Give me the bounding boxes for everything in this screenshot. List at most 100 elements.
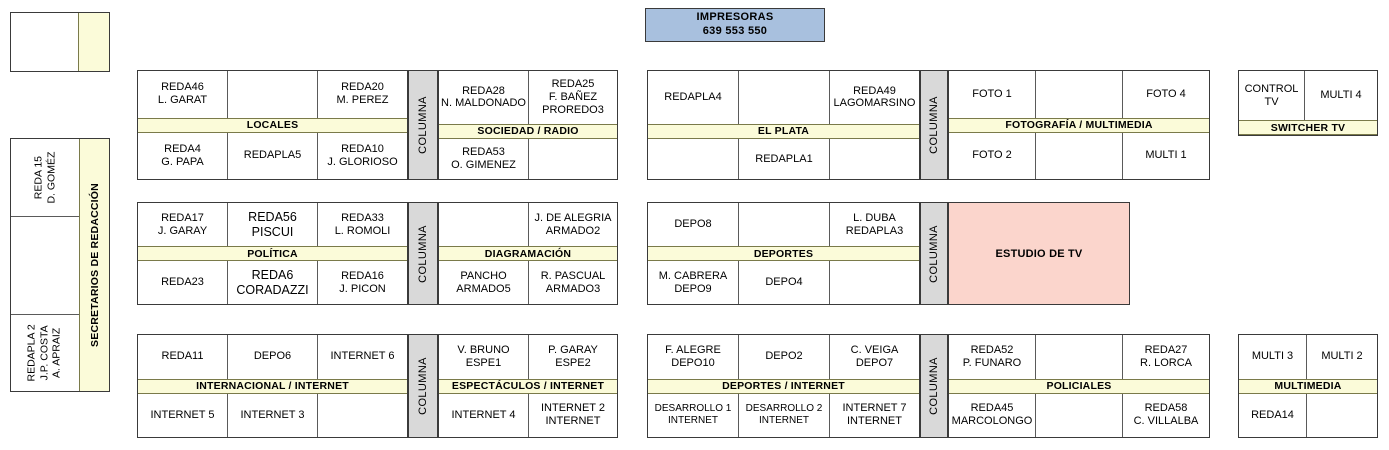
internacional-top-row: REDA11 DEPO6 INTERNET 6 xyxy=(138,335,407,379)
secretarios-de-redaccion-block: REDA 15 D. GOMÉZ REDAPLA 2 J.P. COSTA A.… xyxy=(10,138,110,392)
desk-cell[interactable]: DESARROLLO 1 INTERNET xyxy=(648,393,739,437)
desk-cell[interactable]: INTERNET 4 xyxy=(439,393,529,437)
desk-cell[interactable] xyxy=(228,71,318,118)
desk-cell[interactable]: DEPO6 xyxy=(228,335,318,379)
desk-cell[interactable]: MULTI 4 xyxy=(1305,71,1377,120)
desk-cell[interactable]: FOTO 4 xyxy=(1123,71,1209,118)
desk-cell[interactable]: DEPO8 xyxy=(648,203,739,246)
columna-separator: COLUMNA xyxy=(408,70,438,180)
block-sociedad-radio: REDA28 N. MALDONADO REDA25 F. BAÑEZ PROR… xyxy=(438,70,618,180)
secretarios-band: SECRETARIOS DE REDACCIÓN xyxy=(79,139,109,391)
desk-cell[interactable]: INTERNET 7 INTERNET xyxy=(830,393,919,437)
elplata-top-row: REDAPLA4 REDA49 LAGOMARSINO xyxy=(648,71,919,124)
espectaculos-top-row: V. BRUNO ESPE1 P. GARAY ESPE2 xyxy=(439,335,617,379)
politica-top-row: REDA17 J. GARAY REDA56 PISCUI REDA33 L. … xyxy=(138,203,407,246)
desk-cell[interactable]: M. CABRERA DEPO9 xyxy=(648,261,739,304)
desk-cell[interactable]: F. ALEGRE DEPO10 xyxy=(648,335,739,379)
desk-cell[interactable]: REDA10 J. GLORIOSO xyxy=(318,132,407,179)
desk-cell[interactable]: REDA53 O. GIMENEZ xyxy=(439,138,529,179)
elplata-band: EL PLATA xyxy=(648,123,919,139)
desk-cell[interactable]: P. GARAY ESPE2 xyxy=(529,335,617,379)
block-fotografia-multimedia: FOTO 1 FOTO 4 FOTOGRAFÍA / MULTIMEDIA FO… xyxy=(948,70,1210,180)
switcher-band: SWITCHER TV xyxy=(1239,120,1377,135)
desk-cell[interactable]: R. PASCUAL ARMADO3 xyxy=(529,261,617,304)
block-diagramacion: J. DE ALEGRIA ARMADO2 DIAGRAMACIÓN PANCH… xyxy=(438,202,618,305)
desk-cell[interactable]: INTERNET 3 xyxy=(228,393,318,437)
printers-codes: 639 553 550 xyxy=(702,25,768,37)
desk-cell[interactable]: MULTI 3 xyxy=(1239,335,1307,379)
desk-cell[interactable] xyxy=(739,203,830,246)
desk-cell[interactable]: REDA25 F. BAÑEZ PROREDO3 xyxy=(529,71,617,124)
desk-cell[interactable]: INTERNET 5 xyxy=(138,393,228,437)
multimedia-bottom-row: REDA14 xyxy=(1239,393,1377,437)
desk-cell[interactable]: REDA46 L. GARAT xyxy=(138,71,228,118)
desk-cell[interactable]: INTERNET 2 INTERNET xyxy=(529,393,617,437)
politica-bottom-row: REDA23 REDA6 CORADAZZI REDA16 J. PICON xyxy=(138,261,407,304)
deportes-band: DEPORTES xyxy=(648,246,919,261)
desk-cell[interactable]: REDAPLA5 xyxy=(228,132,318,179)
diagramacion-top-row: J. DE ALEGRIA ARMADO2 xyxy=(439,203,617,246)
desk-cell[interactable] xyxy=(1307,393,1377,437)
internacional-band: INTERNACIONAL / INTERNET xyxy=(138,378,407,394)
desk-cell[interactable] xyxy=(830,261,919,304)
deportes-bottom-row: M. CABRERA DEPO9 DEPO4 xyxy=(648,261,919,304)
desk-cell[interactable] xyxy=(529,138,617,179)
desk-cell[interactable]: PANCHO ARMADO5 xyxy=(439,261,529,304)
desk-cell[interactable]: REDA6 CORADAZZI xyxy=(228,261,318,304)
desk-cell[interactable]: REDA 15 D. GOMÉZ xyxy=(11,139,79,217)
locales-bottom-row: REDA4 G. PAPA REDAPLA5 REDA10 J. GLORIOS… xyxy=(138,132,407,179)
block-deportes: DEPO8 L. DUBA REDAPLA3 DEPORTES M. CABRE… xyxy=(647,202,920,305)
desk-cell[interactable] xyxy=(1036,393,1123,437)
desk-cell[interactable] xyxy=(1036,71,1123,118)
desk-cell[interactable]: REDA28 N. MALDONADO xyxy=(439,71,529,124)
desk-cell[interactable]: J. DE ALEGRIA ARMADO2 xyxy=(529,203,617,246)
desk-cell[interactable] xyxy=(830,138,919,179)
desk-cell[interactable]: REDA52 P. FUNARO xyxy=(949,335,1036,379)
desk-cell[interactable] xyxy=(739,71,830,124)
block-el-plata: REDAPLA4 REDA49 LAGOMARSINO EL PLATA RED… xyxy=(647,70,920,180)
desk-cell[interactable]: REDA16 J. PICON xyxy=(318,261,407,304)
desk-cell[interactable]: DESARROLLO 2 INTERNET xyxy=(739,393,830,437)
desk-cell[interactable]: L. DUBA REDAPLA3 xyxy=(830,203,919,246)
desk-cell[interactable]: C. VEIGA DEPO7 xyxy=(830,335,919,379)
desk-cell[interactable]: REDAPLA4 xyxy=(648,71,739,124)
desk-cell[interactable]: V. BRUNO ESPE1 xyxy=(439,335,529,379)
desk-cell[interactable] xyxy=(1036,335,1123,379)
desk-cell[interactable]: REDA58 C. VILLALBA xyxy=(1123,393,1209,437)
desk-cell[interactable]: REDA14 xyxy=(1239,393,1307,437)
desk-cell[interactable]: REDA20 M. PEREZ xyxy=(318,71,407,118)
desk-cell[interactable]: REDA49 LAGOMARSINO xyxy=(830,71,919,124)
desk-cell[interactable]: REDAPLA1 xyxy=(739,138,830,179)
desk-cell[interactable] xyxy=(439,203,529,246)
block-locales: REDA46 L. GARAT REDA20 M. PEREZ LOCALES … xyxy=(137,70,408,180)
left-top-empty-box xyxy=(10,12,110,72)
block-deportes-internet: F. ALEGRE DEPO10 DEPO2 C. VEIGA DEPO7 DE… xyxy=(647,334,920,438)
desk-cell[interactable] xyxy=(648,138,739,179)
desk-cell[interactable]: REDA56 PISCUI xyxy=(228,203,318,246)
desk-cell[interactable]: REDA45 MARCOLONGO xyxy=(949,393,1036,437)
desk-cell[interactable]: MULTI 1 xyxy=(1123,132,1209,179)
desk-cell[interactable]: DEPO2 xyxy=(739,335,830,379)
desk-cell[interactable] xyxy=(1036,132,1123,179)
block-espectaculos-internet: V. BRUNO ESPE1 P. GARAY ESPE2 ESPECTÁCUL… xyxy=(438,334,618,438)
desk-cell[interactable]: REDA23 xyxy=(138,261,228,304)
block-policiales: REDA52 P. FUNARO REDA27 R. LORCA POLICIA… xyxy=(948,334,1210,438)
desk-cell[interactable]: FOTO 1 xyxy=(949,71,1036,118)
desk-cell[interactable] xyxy=(318,393,407,437)
desk-cell[interactable]: REDA33 L. ROMOLI xyxy=(318,203,407,246)
desk-cell[interactable]: DEPO4 xyxy=(739,261,830,304)
estudio-de-tv-block[interactable]: ESTUDIO DE TV xyxy=(948,202,1130,305)
multimedia-band: MULTIMEDIA xyxy=(1239,378,1377,394)
desk-cell[interactable]: REDA11 xyxy=(138,335,228,379)
secretarios-cells: REDA 15 D. GOMÉZ REDAPLA 2 J.P. COSTA A.… xyxy=(11,139,79,391)
desk-cell[interactable]: MULTI 2 xyxy=(1307,335,1377,379)
switcher-top-row: CONTROL TV MULTI 4 xyxy=(1239,71,1377,120)
desk-cell[interactable]: REDA4 G. PAPA xyxy=(138,132,228,179)
desk-cell[interactable]: REDAPLA 2 J.P. COSTA A. APRAIZ xyxy=(11,315,79,391)
desk-cell[interactable]: INTERNET 6 xyxy=(318,335,407,379)
desk-cell[interactable]: CONTROL TV xyxy=(1239,71,1305,120)
desk-cell[interactable]: REDA27 R. LORCA xyxy=(1123,335,1209,379)
desk-cell[interactable]: FOTO 2 xyxy=(949,132,1036,179)
desk-cell[interactable] xyxy=(11,217,79,315)
desk-cell[interactable]: REDA17 J. GARAY xyxy=(138,203,228,246)
